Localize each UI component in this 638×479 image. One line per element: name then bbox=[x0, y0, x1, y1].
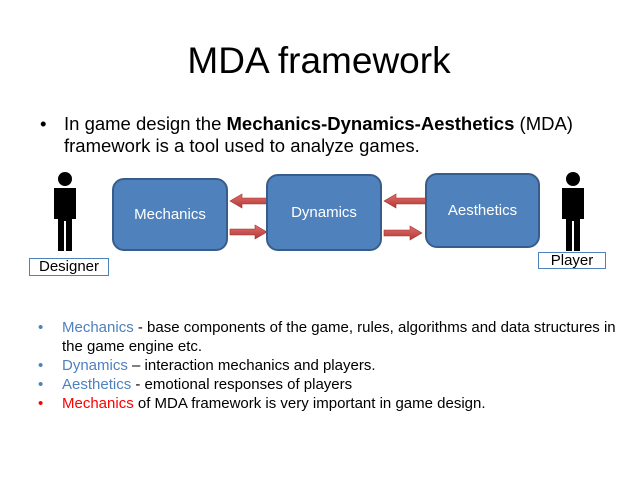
term-aesthetics: Aesthetics bbox=[62, 376, 132, 393]
definition-text: of MDA framework is very important in ga… bbox=[133, 395, 486, 412]
definition-list: • Mechanics - base components of the game… bbox=[38, 318, 618, 413]
arrow-mechanics-to-dynamics bbox=[229, 224, 268, 240]
bullet-marker: • bbox=[38, 376, 44, 393]
intro-text: In game design the Mechanics-Dynamics-Ae… bbox=[64, 113, 620, 157]
term-mechanics-highlight: Mechanics bbox=[62, 395, 134, 412]
term-dynamics: Dynamics bbox=[62, 357, 128, 374]
list-item: • Mechanics of MDA framework is very impo… bbox=[38, 394, 618, 413]
aesthetics-box: Aesthetics bbox=[425, 173, 540, 248]
list-item: • Aesthetics - emotional responses of pla… bbox=[38, 375, 618, 394]
arrow-aesthetics-to-dynamics bbox=[383, 193, 427, 209]
list-item: • Mechanics - base components of the game… bbox=[38, 318, 618, 356]
intro-prefix: In game design the bbox=[64, 113, 227, 134]
definition-text: – interaction mechanics and players. bbox=[127, 357, 376, 374]
designer-person-icon bbox=[54, 172, 76, 251]
bullet-marker: • bbox=[40, 113, 47, 134]
arrow-dynamics-to-aesthetics bbox=[383, 225, 423, 241]
bullet-marker: • bbox=[38, 319, 44, 336]
bullet-marker: • bbox=[38, 395, 44, 412]
player-label: Player bbox=[538, 252, 606, 269]
list-item: • Dynamics – interaction mechanics and pl… bbox=[38, 356, 618, 375]
player-person-icon bbox=[562, 172, 584, 251]
mechanics-box: Mechanics bbox=[112, 178, 228, 251]
intro-suffix: (MDA) framework is a tool used to analyz… bbox=[64, 113, 573, 156]
dynamics-box: Dynamics bbox=[266, 174, 382, 251]
intro-bullet: • In game design the Mechanics-Dynamics-… bbox=[40, 113, 620, 157]
slide-title: MDA framework bbox=[187, 40, 451, 81]
designer-label: Designer bbox=[29, 258, 109, 276]
definition-text: - emotional responses of players bbox=[131, 376, 353, 393]
definition-text: - base components of the game, rules, al… bbox=[62, 319, 616, 355]
term-mechanics: Mechanics bbox=[62, 319, 134, 336]
arrow-dynamics-to-mechanics bbox=[229, 193, 268, 209]
bullet-marker: • bbox=[38, 357, 44, 374]
intro-bold-term: Mechanics-Dynamics-Aesthetics bbox=[226, 113, 515, 134]
